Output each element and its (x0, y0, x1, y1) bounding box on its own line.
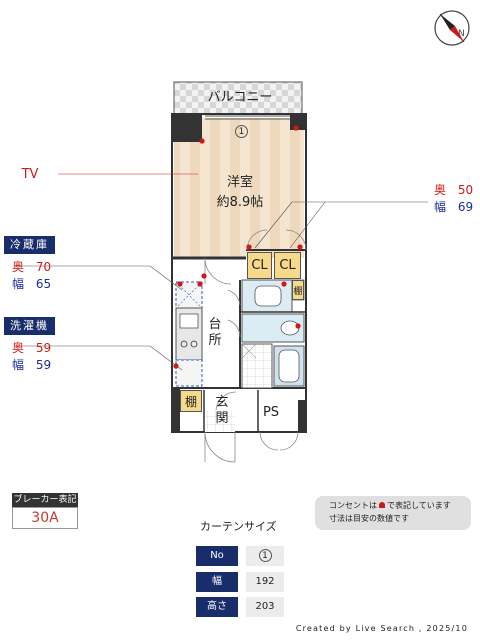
note-line1-post: で表記しています (387, 501, 451, 510)
svg-text:N: N (458, 29, 465, 39)
entry-shelf: 棚 (180, 390, 202, 412)
curtain-val-width: 192 (246, 572, 284, 592)
fridge-depth-label: 奥 (12, 260, 25, 274)
breaker-title: ブレーカー表記 (12, 493, 78, 507)
curtain-no-number: 1 (258, 549, 272, 562)
curtain-head-height: 高さ (196, 597, 238, 617)
washer-width-label: 幅 (12, 358, 25, 372)
cl-depth-value: 50 (457, 183, 474, 197)
closet-right: CL (274, 252, 301, 279)
balcony-label: バルコニー (207, 90, 273, 105)
fridge-depth-value: 70 (35, 260, 52, 274)
tv-label: TV (21, 167, 39, 182)
washer-depth-row: 奥 59 (12, 340, 51, 356)
washer-depth-value: 59 (35, 341, 52, 355)
breaker-value: 30A (12, 507, 78, 529)
washer-width-row: 幅 59 (12, 357, 51, 373)
western-room-name: 洋室 (226, 175, 253, 190)
western-room-size: 約8.9帖 (216, 195, 264, 210)
curtain-val-no: 1 (246, 546, 284, 566)
washer-depth-label: 奥 (12, 341, 25, 355)
fridge-width-row: 幅 65 (12, 276, 51, 292)
cl-depth-label: 奥 (434, 183, 447, 197)
kitchen-label-top: 台 (208, 317, 222, 332)
washer-width-value: 59 (35, 358, 52, 372)
curtain-head-width: 幅 (196, 572, 238, 592)
note-line1-pre: コンセントは (329, 501, 377, 510)
outlet-legend-icon (379, 502, 385, 508)
note-box: コンセントは で表記しています 寸法は目安の数値です (315, 496, 471, 530)
small-shelf: 棚 (292, 280, 304, 300)
cl-width-row: 幅 69 (434, 199, 473, 215)
curtain-val-height: 203 (246, 597, 284, 617)
credit-text: Created by Live Search , 2025/10 (295, 624, 468, 633)
window-number: 1 (235, 125, 248, 138)
note-line2: 寸法は目安の数値です (329, 514, 409, 523)
compass-icon: N (434, 10, 470, 46)
curtain-head-no: No (196, 546, 238, 566)
entrance-label-top: 玄 (215, 395, 229, 410)
cl-width-value: 69 (457, 200, 474, 214)
washer-title: 洗濯機 (4, 317, 55, 335)
fridge-width-value: 65 (35, 277, 52, 291)
closet-left: CL (247, 252, 272, 279)
fridge-title: 冷蔵庫 (4, 236, 55, 254)
cl-width-label: 幅 (434, 200, 447, 214)
window-marker: 1 (235, 119, 248, 138)
balcony-area (173, 81, 303, 115)
curtain-title: カーテンサイズ (200, 520, 277, 533)
entrance-label-bottom: 関 (215, 411, 229, 426)
kitchen-label-bottom: 所 (208, 333, 222, 348)
cl-depth-row: 奥 50 (434, 182, 473, 198)
fridge-width-label: 幅 (12, 277, 25, 291)
fridge-depth-row: 奥 70 (12, 259, 51, 275)
outlet-markers (173, 125, 303, 369)
ps-label: PS (262, 405, 280, 420)
